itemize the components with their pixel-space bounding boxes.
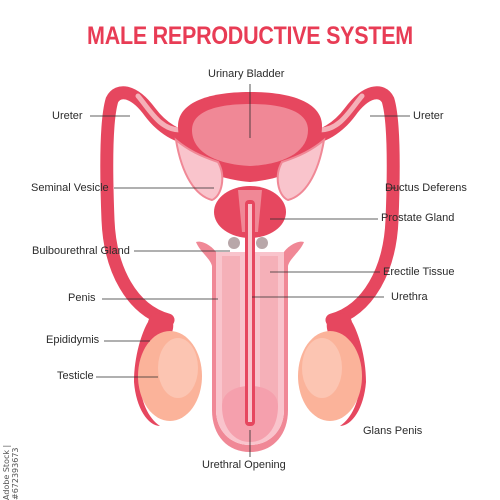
erectile-tissue-right [260,256,278,416]
label-glans-penis: Glans Penis [363,425,423,437]
label-urethra: Urethra [391,291,428,303]
label-urethral-opening: Urethral Opening [202,459,286,471]
label-ureter-left: Ureter [52,110,83,122]
label-ductus-deferens: Ductus Deferens [385,182,467,194]
label-penis: Penis [68,292,96,304]
label-urinary-bladder: Urinary Bladder [208,68,285,80]
bulbourethral-gland-right [256,237,268,249]
label-bulbourethral-gland: Bulbourethral Gland [32,245,130,257]
ureter-left-tube [135,93,183,133]
label-erectile-tissue: Erectile Tissue [383,266,455,278]
label-testicle: Testicle [57,370,94,382]
seminal-vesicle-right [276,137,326,202]
diagram-title: MALE REPRODUCTIVE SYSTEM [87,22,413,50]
seminal-vesicle-left [174,137,224,202]
leader-lines [90,84,410,457]
ureter-right-tube [317,93,365,133]
bulbourethral-gland-left [228,237,240,249]
label-epididymis: Epididymis [46,334,100,346]
erectile-tissue-left [222,256,240,416]
stock-watermark-id: Adobe Stock | #672393673 [2,444,20,500]
label-ureter-right: Ureter [413,110,444,122]
label-prostate-gland: Prostate Gland [381,212,455,224]
label-seminal-vesicle: Seminal Vesicle [31,182,109,194]
